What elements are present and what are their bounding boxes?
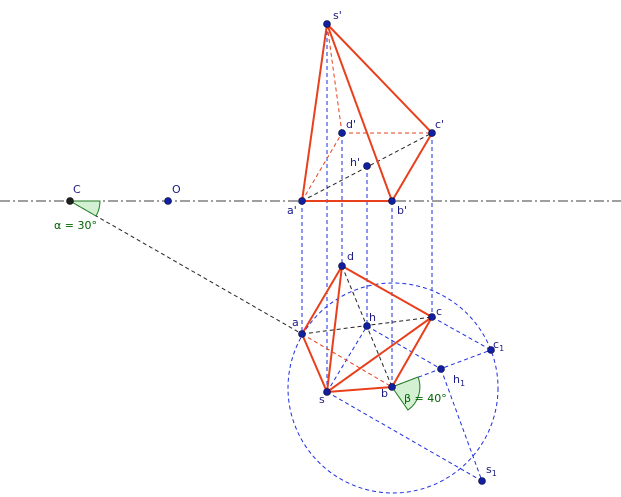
construction-circle — [287, 282, 499, 494]
label-s1: s1 — [486, 463, 497, 478]
visible-edges — [301, 23, 433, 393]
auxiliary-black-lines — [69, 132, 433, 388]
label-c: c — [436, 305, 442, 318]
label-d-prime: d' — [346, 118, 356, 131]
point-O — [164, 197, 172, 205]
label-C: C — [73, 183, 81, 196]
label-O: O — [172, 183, 181, 196]
point-h1 — [437, 365, 445, 373]
label-a: a — [292, 316, 299, 329]
point-b — [388, 383, 396, 391]
label-a-prime: a' — [287, 204, 297, 217]
label-h: h — [369, 311, 376, 324]
angle-beta-wedge — [391, 376, 421, 411]
label-b-prime: b' — [397, 204, 407, 217]
label-h-prime: h' — [350, 156, 360, 169]
label-s-prime: s' — [333, 9, 342, 22]
point-h-prime — [363, 162, 371, 170]
label-s: s — [319, 393, 325, 406]
hidden-edges — [301, 23, 432, 388]
points — [66, 20, 495, 485]
label-h1: h1 — [453, 373, 465, 388]
point-a — [298, 330, 306, 338]
point-c — [428, 313, 436, 321]
label-d: d — [347, 250, 354, 263]
angle-alpha-wedge — [68, 200, 101, 217]
angle-beta-label: β = 40° — [404, 392, 447, 405]
vertical-projection-lines — [301, 24, 433, 392]
point-s-prime — [323, 20, 331, 28]
point-s1 — [478, 477, 486, 485]
point-c1 — [487, 346, 495, 354]
point-a-prime — [298, 197, 306, 205]
angle-alpha-label: α = 30° — [54, 219, 97, 232]
point-s — [323, 388, 331, 396]
point-labels: s' d' c' h' a' b' C O d a h c c1 h1 s b … — [73, 9, 504, 478]
point-d-prime — [338, 129, 346, 137]
label-c1: c1 — [493, 338, 504, 353]
point-d — [338, 262, 346, 270]
point-h — [363, 322, 371, 330]
label-c-prime: c' — [435, 118, 444, 131]
point-C — [66, 197, 74, 205]
point-c-prime — [428, 129, 436, 137]
point-b-prime — [388, 197, 396, 205]
label-b: b — [381, 387, 388, 400]
